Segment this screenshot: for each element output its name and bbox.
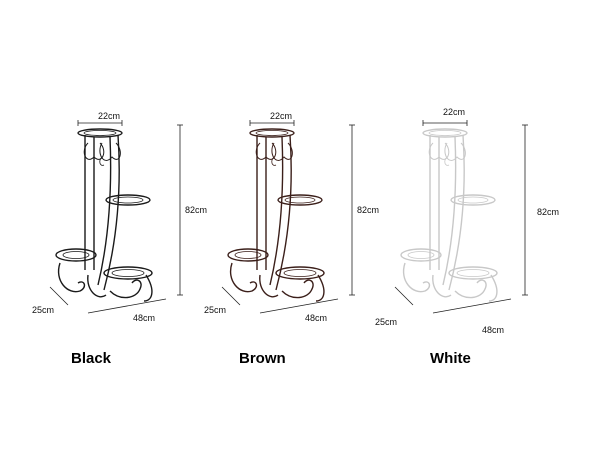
plant-stand-white: 22cm 82cm 25cm 48cm bbox=[375, 95, 585, 335]
plant-stand-image-brown bbox=[221, 120, 355, 314]
dim-width: 48cm bbox=[133, 313, 156, 323]
dim-depth: 25cm bbox=[375, 317, 398, 327]
plant-stand-brown: 22cm 82cm 25cm 48cm bbox=[204, 95, 412, 335]
dim-depth: 25cm bbox=[204, 305, 227, 315]
dim-width: 48cm bbox=[482, 325, 505, 335]
dim-height: 82cm bbox=[537, 207, 560, 217]
plant-stand-black: 22cm 82cm 25cm 48cm bbox=[32, 95, 240, 335]
plant-stand-image-white bbox=[394, 120, 528, 314]
dim-width: 48cm bbox=[305, 313, 328, 323]
dim-depth: 25cm bbox=[32, 305, 55, 315]
dim-top-width: 22cm bbox=[270, 111, 293, 121]
dim-height: 82cm bbox=[185, 205, 208, 215]
dim-height: 82cm bbox=[357, 205, 380, 215]
color-label-black: Black bbox=[71, 350, 112, 367]
dim-top-width: 22cm bbox=[443, 107, 466, 117]
color-label-white: White bbox=[430, 350, 471, 367]
color-label-brown: Brown bbox=[239, 350, 286, 367]
dim-top-width: 22cm bbox=[98, 111, 121, 121]
plant-stand-image-black bbox=[49, 120, 183, 314]
